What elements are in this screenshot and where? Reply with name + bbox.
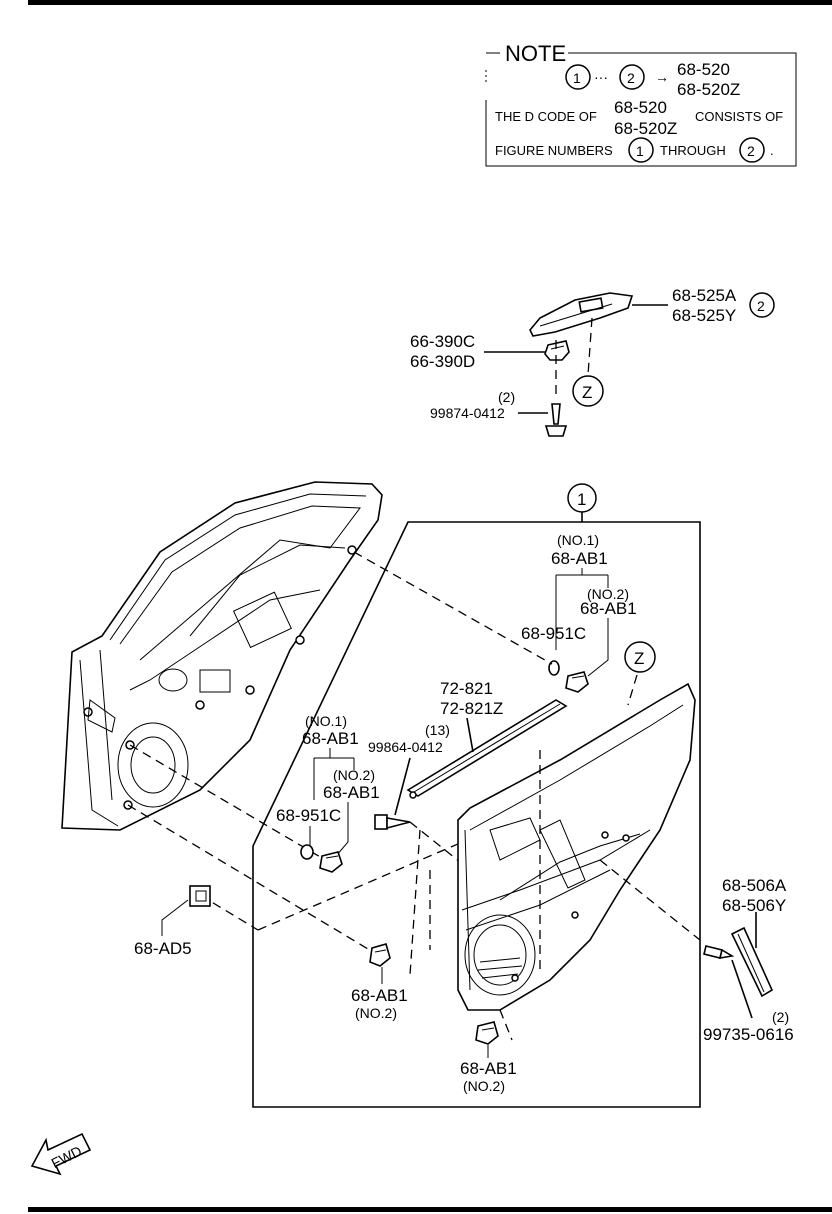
label-qty-2-clip-screw: (2) <box>498 389 515 405</box>
label-72-821: 72-821 <box>440 679 493 698</box>
label-qty-2-506-screw: (2) <box>772 1009 789 1025</box>
switch-panel-68-525 <box>529 292 634 337</box>
note-ref-to: 2 <box>627 70 635 86</box>
washer-r-68-951c <box>548 660 560 676</box>
door-trim-panel <box>457 682 696 1011</box>
label-r-68-ab1-b: 68-AB1 <box>580 599 637 618</box>
note-title: NOTE <box>505 41 566 66</box>
note-part-b: 68-520Z <box>677 80 740 99</box>
top-border-rule <box>28 0 832 5</box>
label-99735-0616: 99735-0616 <box>703 1025 794 1044</box>
label-66-390c: 66-390C <box>410 332 475 351</box>
label-b-68-ab1-1: 68-AB1 <box>351 986 408 1005</box>
note-line1-part-b: 68-520Z <box>614 119 677 138</box>
fwd-arrow-icon: FWD <box>30 1132 92 1176</box>
note-line1-prefix: THE D CODE OF <box>495 109 597 124</box>
label-r-no2: (NO.2) <box>587 586 629 602</box>
callout-z-lower: Z <box>634 649 644 668</box>
trim-assembly-frame <box>252 521 701 1108</box>
screw-99874-0412 <box>544 403 568 437</box>
note-line2-to: 2 <box>747 143 755 159</box>
door-frame <box>61 481 383 831</box>
label-b-no2-1: (NO.2) <box>355 1005 397 1021</box>
note-line1-part-a: 68-520 <box>614 98 667 117</box>
note-line2-through: THROUGH <box>660 143 726 158</box>
label-b-68-ab1-2: 68-AB1 <box>460 1059 517 1078</box>
label-l-68-951c: 68-951C <box>276 806 341 825</box>
note-arrow: → <box>655 69 669 85</box>
label-68-525a: 68-525A <box>672 286 737 305</box>
callout-2: 2 <box>757 298 765 314</box>
grommet-68-ad5 <box>189 885 211 907</box>
note-line1-suffix: CONSISTS OF <box>695 109 783 124</box>
clip-bottom-68-ab1-2 <box>475 1021 499 1045</box>
label-qty-13: (13) <box>425 722 450 738</box>
callout-z-upper-circle <box>572 375 604 407</box>
note-box: NOTE 1 ··· 2 → 68-520 68-520Z THE D CODE… <box>485 41 797 167</box>
note-ref-from: 1 <box>573 70 581 86</box>
callout-1: 1 <box>577 490 586 509</box>
label-99864-0412: 99864-0412 <box>368 739 443 755</box>
garnish-68-506 <box>730 926 774 998</box>
label-r-68-951c: 68-951C <box>521 624 586 643</box>
label-l-no1: (NO.1) <box>305 713 347 729</box>
callout-z-lower-circle <box>624 641 656 673</box>
label-68-506y: 68-506Y <box>722 896 786 915</box>
weatherstrip-72-821 <box>406 699 568 799</box>
label-68-525y: 68-525Y <box>672 306 736 325</box>
label-66-390d: 66-390D <box>410 352 475 371</box>
clip-r-68-ab1 <box>565 671 589 693</box>
callout-2-circle <box>749 292 775 318</box>
label-b-no2-2: (NO.2) <box>463 1078 505 1094</box>
label-68-506a: 68-506A <box>722 876 787 895</box>
label-l-68-ab1-b: 68-AB1 <box>323 783 380 802</box>
note-line2-prefix: FIGURE NUMBERS <box>495 143 613 158</box>
label-99874-0412: 99874-0412 <box>430 405 505 421</box>
note-part-a: 68-520 <box>677 60 730 79</box>
callout-z-upper: Z <box>582 383 592 402</box>
label-72-821z: 72-821Z <box>440 699 503 718</box>
label-l-no2: (NO.2) <box>333 767 375 783</box>
note-line2-end: . <box>770 143 774 158</box>
note-dots: ··· <box>594 69 608 85</box>
label-l-68-ab1-a: 68-AB1 <box>302 729 359 748</box>
label-68-ad5: 68-AD5 <box>134 939 192 958</box>
screw-99864-0412 <box>374 814 411 830</box>
label-r-no1: (NO.1) <box>557 532 599 548</box>
clip-l-68-ab1 <box>319 851 343 873</box>
screw-99735-0616 <box>703 945 735 959</box>
bottom-border-rule <box>28 1207 832 1212</box>
clip-66-390 <box>544 340 570 361</box>
clip-bottom-68-ab1-1 <box>369 943 391 967</box>
note-line2-from: 1 <box>636 143 644 159</box>
washer-l-68-951c <box>300 844 314 860</box>
label-r-68-ab1-a: 68-AB1 <box>551 549 608 568</box>
